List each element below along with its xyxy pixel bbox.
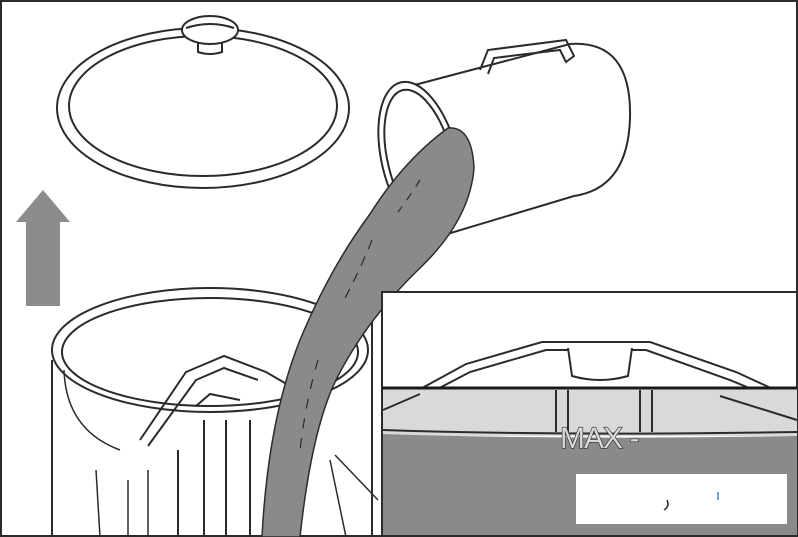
max-level-inset: MAX - [382,292,797,536]
up-arrow-icon [16,190,70,306]
max-label: MAX - [560,422,638,455]
label-patch [576,474,787,524]
lid-icon [57,16,349,188]
